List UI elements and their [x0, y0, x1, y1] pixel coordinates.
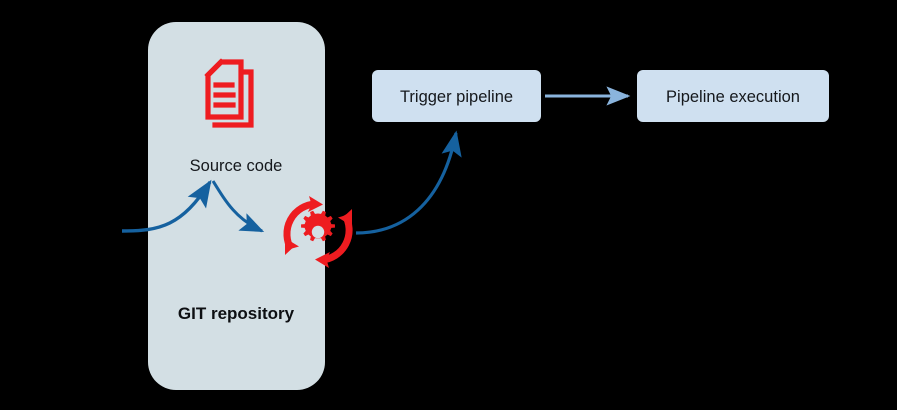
git-repository-panel-shape	[148, 22, 325, 390]
connector-commit-to-source	[121, 179, 212, 233]
node-pipeline-execution[interactable]: Pipeline execution	[637, 70, 829, 122]
node-pipeline-execution-shape	[637, 70, 829, 122]
node-trigger-pipeline-shape	[372, 70, 541, 122]
gear-cycle-icon	[283, 196, 353, 268]
node-trigger-pipeline-label: Trigger pipeline	[400, 88, 513, 106]
gear-icon	[301, 210, 335, 242]
connector-source-to-cycle	[211, 180, 265, 233]
document-stack-icon	[204, 58, 254, 128]
git-repository-caption: GIT repository	[178, 304, 295, 323]
node-trigger-pipeline[interactable]: Trigger pipeline	[372, 70, 541, 122]
connector-cycle-to-trigger	[355, 130, 462, 235]
source-code-label: Source code	[190, 157, 283, 175]
git-repository-panel[interactable]: Source code GIT repository	[148, 22, 325, 390]
node-pipeline-execution-label: Pipeline execution	[666, 88, 800, 106]
